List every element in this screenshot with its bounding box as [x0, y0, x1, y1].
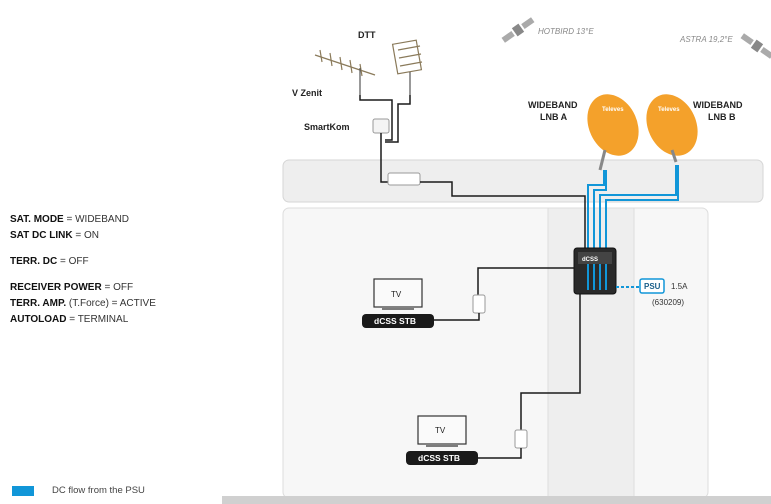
wall-outlet: [472, 294, 486, 314]
stb-icon: dCSS STB: [362, 314, 434, 328]
tv-icon: TV: [373, 278, 423, 310]
dish-b-icon: Televes: [646, 94, 698, 163]
setting-value: = WIDEBAND: [66, 214, 130, 225]
psu-label: PSU: [644, 282, 661, 291]
setting-label: SAT DC LINK: [10, 230, 73, 241]
stb-label: dCSS STB: [418, 453, 460, 463]
satellite-2-label: ASTRA 19,2°E: [679, 35, 733, 44]
lnb-a-label: WIDEBAND: [528, 100, 578, 110]
psu-current: 1.5A: [671, 282, 688, 291]
tv-icon: TV: [417, 415, 467, 447]
antenna-icon: [314, 49, 376, 95]
setting-autoload: AUTOLOAD = TERMINAL: [10, 312, 156, 328]
settings-panel: SAT. MODE = WIDEBAND SAT DC LINK = ON TE…: [10, 212, 156, 328]
setting-value: (T.Force) = ACTIVE: [68, 298, 156, 309]
psu-ref: (630209): [652, 298, 684, 307]
setting-value: = OFF: [104, 282, 134, 293]
smartkom-label: SmartKom: [304, 122, 350, 132]
dish-brand: Televes: [602, 107, 624, 113]
setting-terr-amp: TERR. AMP. (T.Force) = ACTIVE: [10, 296, 156, 312]
setting-label: AUTOLOAD: [10, 314, 67, 325]
satellite-icon: [501, 17, 535, 43]
dish-brand: Televes: [658, 107, 680, 113]
psu-box: [639, 278, 665, 294]
setting-label: RECEIVER POWER: [10, 282, 102, 293]
setting-sat-mode: SAT. MODE = WIDEBAND: [10, 212, 156, 228]
lnb-cables: [587, 165, 679, 270]
legend-swatch: [12, 485, 34, 496]
tv-label: TV: [391, 290, 402, 299]
smartkom-device: [372, 118, 390, 134]
legend: DC flow from the PSU: [12, 485, 145, 496]
setting-value: = OFF: [60, 256, 89, 267]
lnb-b-label: WIDEBAND: [693, 100, 743, 110]
setting-terr-dc: TERR. DC = OFF: [10, 254, 156, 270]
building-panel: [282, 207, 709, 499]
setting-label: SAT. MODE: [10, 214, 64, 225]
wall-outlet: [514, 429, 528, 449]
lnb-b-label: LNB B: [708, 112, 736, 122]
stb-icon: dCSS STB: [406, 451, 478, 465]
setting-value: = TERMINAL: [69, 314, 129, 325]
v-zenit-label: V Zenit: [292, 88, 322, 98]
floor-bar: [222, 496, 771, 504]
stb-label: dCSS STB: [374, 316, 416, 326]
dish-a-icon: Televes: [587, 94, 639, 171]
multiswitch-label: dCSS: [582, 257, 598, 263]
satellite-1-label: HOTBIRD 13°E: [538, 27, 594, 36]
satellite-icon: [740, 33, 771, 59]
setting-value: = ON: [75, 230, 99, 241]
roof-splitter: [387, 172, 421, 186]
roof-panel: [282, 159, 764, 203]
dtt-label: DTT: [358, 30, 376, 40]
setting-sat-dc-link: SAT DC LINK = ON: [10, 228, 156, 244]
antenna-icon: [391, 39, 423, 95]
lnb-a-label: LNB A: [540, 112, 568, 122]
setting-label: TERR. AMP.: [10, 298, 67, 309]
setting-label: TERR. DC: [10, 256, 58, 267]
tv-label: TV: [435, 426, 446, 435]
setting-receiver-power: RECEIVER POWER = OFF: [10, 280, 156, 296]
legend-label: DC flow from the PSU: [52, 485, 145, 496]
